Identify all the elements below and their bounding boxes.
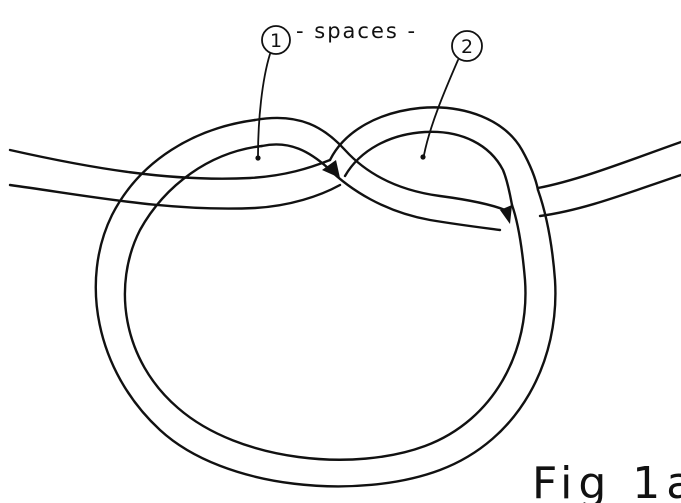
rope-crossing-strand [255,118,505,230]
rope-right-standing-part [538,142,681,216]
figure-label: Fig 1a [532,458,681,503]
rope-left-standing-part [10,150,340,209]
spaces-label: - spaces - [296,19,417,43]
callout-2-number: 2 [461,36,473,58]
callout-1-number: 1 [270,30,282,52]
callout-1: 1 [255,26,290,161]
